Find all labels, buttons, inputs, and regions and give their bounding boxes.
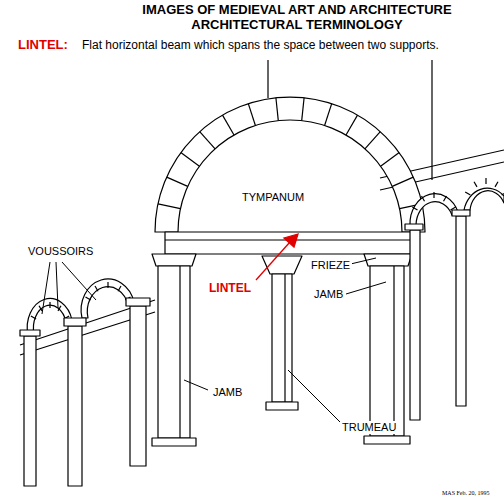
voussoir-joint	[346, 115, 358, 135]
voussoir-joint	[200, 132, 215, 149]
arcade-column	[130, 306, 146, 466]
trumeau-capital	[262, 256, 302, 274]
jamb-base	[364, 436, 410, 444]
small-arch	[464, 188, 504, 210]
voussoir-joint	[118, 286, 121, 291]
lintel-arrowhead	[284, 234, 298, 247]
voussoir-joint	[39, 306, 42, 311]
voussoir-joint	[158, 204, 180, 209]
voussoir-joint	[381, 153, 400, 167]
voussoir-joint	[49, 302, 50, 308]
voussoir-joint	[365, 132, 380, 149]
leader-line	[288, 370, 340, 422]
jamb-column	[370, 266, 404, 436]
voussoir-joint	[392, 177, 413, 186]
part-label: JAMB	[312, 288, 345, 301]
jamb-base	[152, 438, 196, 446]
voussoir-joint	[86, 297, 91, 300]
jamb-capital	[364, 254, 412, 266]
voussoir-joint	[444, 196, 447, 201]
term-heading: LINTEL:	[18, 38, 68, 53]
voussoir-joint	[485, 178, 486, 184]
part-label: TRUMEAU	[340, 421, 398, 434]
trumeau-edge	[284, 274, 285, 402]
jamb-edge	[393, 266, 394, 436]
voussoir-joint	[107, 282, 108, 288]
voussoir-joint	[58, 306, 61, 311]
voussoir-joint	[502, 192, 504, 195]
leader-line	[56, 262, 58, 308]
credit-note: MAS Feb. 20, 1995	[442, 490, 490, 497]
voussoir-joint	[223, 115, 235, 135]
trumeau-column	[272, 274, 292, 402]
arcade-capital	[64, 318, 86, 326]
wall-line	[267, 60, 268, 98]
arcade-column	[410, 230, 420, 420]
jamb-column	[158, 266, 190, 438]
lintel-beam	[165, 232, 415, 254]
leader-line	[62, 262, 96, 300]
arcade-capital	[405, 224, 423, 230]
voussoir-joint	[302, 98, 304, 121]
voussoir-joint	[95, 286, 98, 291]
voussoir-joint	[433, 192, 434, 198]
arcade-column	[456, 216, 466, 406]
part-label: LINTEL	[207, 282, 253, 296]
page-title: IMAGES OF MEDIEVAL ART AND ARCHITECTURE …	[117, 2, 477, 32]
leader-line	[42, 262, 50, 314]
jamb-edge	[179, 266, 180, 438]
leader-line	[346, 282, 386, 294]
voussoir-joint	[181, 153, 200, 167]
arcade-column	[68, 326, 82, 486]
part-label: VOUSSOIRS	[26, 245, 95, 258]
voussoir-arch	[155, 97, 425, 232]
trumeau-base	[266, 402, 298, 410]
voussoir-joint	[276, 98, 278, 121]
part-label: FRIEZE	[309, 259, 352, 272]
voussoir-joint	[31, 316, 36, 319]
voussoir-joint	[248, 104, 255, 126]
small-arch	[410, 194, 458, 225]
arcade-capital	[126, 298, 150, 306]
voussoir-joint	[167, 177, 188, 186]
voussoir-joint	[495, 182, 498, 187]
arcade-capital	[452, 210, 470, 216]
part-label: TYMPANUM	[240, 191, 306, 204]
term-definition: Flat horizontal beam which spans the spa…	[82, 39, 439, 53]
part-label: JAMB	[211, 386, 244, 399]
arcade-capital	[20, 330, 40, 336]
jamb-capital	[152, 254, 196, 266]
leader-line	[184, 380, 208, 390]
voussoir-joint	[465, 192, 470, 195]
wall-line	[431, 60, 432, 180]
voussoir-joint	[474, 182, 477, 187]
voussoir-joint	[325, 104, 332, 126]
arcade-column	[24, 336, 36, 486]
lintel-pointer	[256, 242, 290, 280]
voussoir-joint	[412, 207, 417, 210]
voussoir-joint	[422, 196, 425, 201]
